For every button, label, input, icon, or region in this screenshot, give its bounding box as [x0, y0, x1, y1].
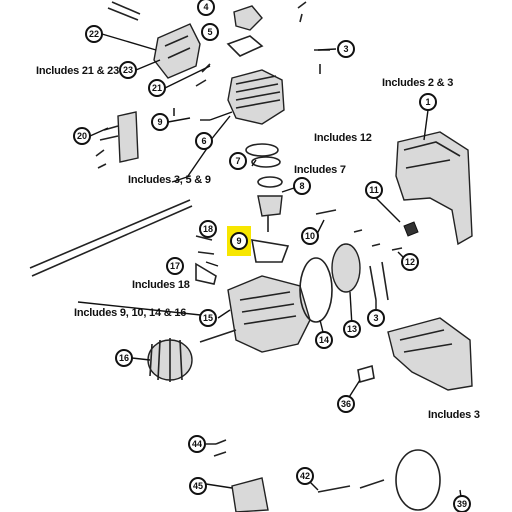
callout-3-top[interactable]: 3 [337, 40, 355, 58]
callout-14[interactable]: 14 [315, 331, 333, 349]
flywheel-part [147, 338, 193, 382]
callout-5[interactable]: 5 [201, 23, 219, 41]
callout-12[interactable]: 12 [401, 253, 419, 271]
top-small-parts [226, 1, 307, 57]
air-filter-cover-part [107, 1, 201, 79]
callout-9-highlighted[interactable]: 9 [230, 232, 248, 250]
callout-22-number: 22 [89, 29, 99, 39]
callout-3-mid[interactable]: 3 [367, 309, 385, 327]
callout-10-number: 10 [305, 231, 315, 241]
callout-12-number: 12 [405, 257, 415, 267]
callout-42[interactable]: 42 [296, 467, 314, 485]
callout-13-number: 13 [347, 324, 357, 334]
callout-11[interactable]: 11 [365, 181, 383, 199]
label-includes-2-3: Includes 2 & 3 [382, 77, 453, 89]
callout-1-number: 1 [425, 97, 430, 107]
callout-23-number: 23 [123, 65, 133, 75]
callout-8-number: 8 [299, 181, 304, 191]
bottom-parts [213, 439, 441, 512]
callout-21[interactable]: 21 [148, 79, 166, 97]
callout-20[interactable]: 20 [73, 127, 91, 145]
callout-11-number: 11 [369, 185, 379, 195]
label-includes-3-5-9: Includes 3, 5 & 9 [128, 174, 211, 186]
callout-3-top-number: 3 [343, 44, 348, 54]
callout-3-mid-number: 3 [373, 313, 378, 323]
callout-14-number: 14 [319, 335, 329, 345]
leader-lines [77, 33, 463, 505]
callout-13[interactable]: 13 [343, 320, 361, 338]
label-includes-18: Includes 18 [132, 279, 190, 291]
callout-6[interactable]: 6 [195, 132, 213, 150]
callout-9-highlighted-number: 9 [236, 236, 241, 246]
fuel-hose-bracket-part [95, 111, 139, 169]
callout-15[interactable]: 15 [199, 309, 217, 327]
callout-23[interactable]: 23 [119, 61, 137, 79]
callout-36-number: 36 [341, 399, 351, 409]
drive-shaft-part [29, 199, 193, 277]
callout-42-number: 42 [300, 471, 310, 481]
callout-22[interactable]: 22 [85, 25, 103, 43]
piston-rings-part [245, 143, 283, 232]
callout-45[interactable]: 45 [189, 477, 207, 495]
callout-17[interactable]: 17 [166, 257, 184, 275]
cylinder-part [195, 63, 285, 125]
callout-7[interactable]: 7 [229, 152, 247, 170]
callout-39[interactable]: 39 [453, 495, 471, 512]
gasket-ring-part [299, 243, 389, 323]
screws-part [173, 49, 403, 285]
lower-housing-part [357, 317, 473, 391]
callout-6-number: 6 [201, 136, 206, 146]
callout-36[interactable]: 36 [337, 395, 355, 413]
callout-1[interactable]: 1 [419, 93, 437, 111]
label-includes-7: Includes 7 [294, 164, 346, 176]
callout-21-number: 21 [152, 83, 162, 93]
callout-4[interactable]: 4 [197, 0, 215, 16]
callout-15-number: 15 [203, 313, 213, 323]
gasket-9-part [251, 239, 290, 263]
callout-44-number: 44 [192, 439, 202, 449]
callout-9-top[interactable]: 9 [151, 113, 169, 131]
callout-20-number: 20 [77, 131, 87, 141]
callout-10[interactable]: 10 [301, 227, 319, 245]
callout-44[interactable]: 44 [188, 435, 206, 453]
callout-18[interactable]: 18 [199, 220, 217, 238]
callout-9-top-number: 9 [157, 117, 162, 127]
callout-5-number: 5 [207, 27, 212, 37]
callout-8[interactable]: 8 [293, 177, 311, 195]
callout-7-number: 7 [235, 156, 240, 166]
crankcase-part [199, 275, 311, 353]
callout-39-number: 39 [457, 499, 467, 509]
label-includes-right: Includes 3 [428, 409, 480, 421]
label-includes-21-23: Includes 21 & 23 [36, 65, 119, 77]
callout-17-number: 17 [170, 261, 180, 271]
callout-45-number: 45 [193, 481, 203, 491]
callout-16-number: 16 [119, 353, 129, 363]
callout-4-number: 4 [203, 2, 208, 12]
callout-18-number: 18 [203, 224, 213, 234]
engine-housing-part [395, 131, 473, 246]
label-includes-12: Includes 12 [314, 132, 372, 144]
callout-16[interactable]: 16 [115, 349, 133, 367]
label-includes-9-10-14-16: Includes 9, 10, 14 & 16 [74, 307, 186, 319]
